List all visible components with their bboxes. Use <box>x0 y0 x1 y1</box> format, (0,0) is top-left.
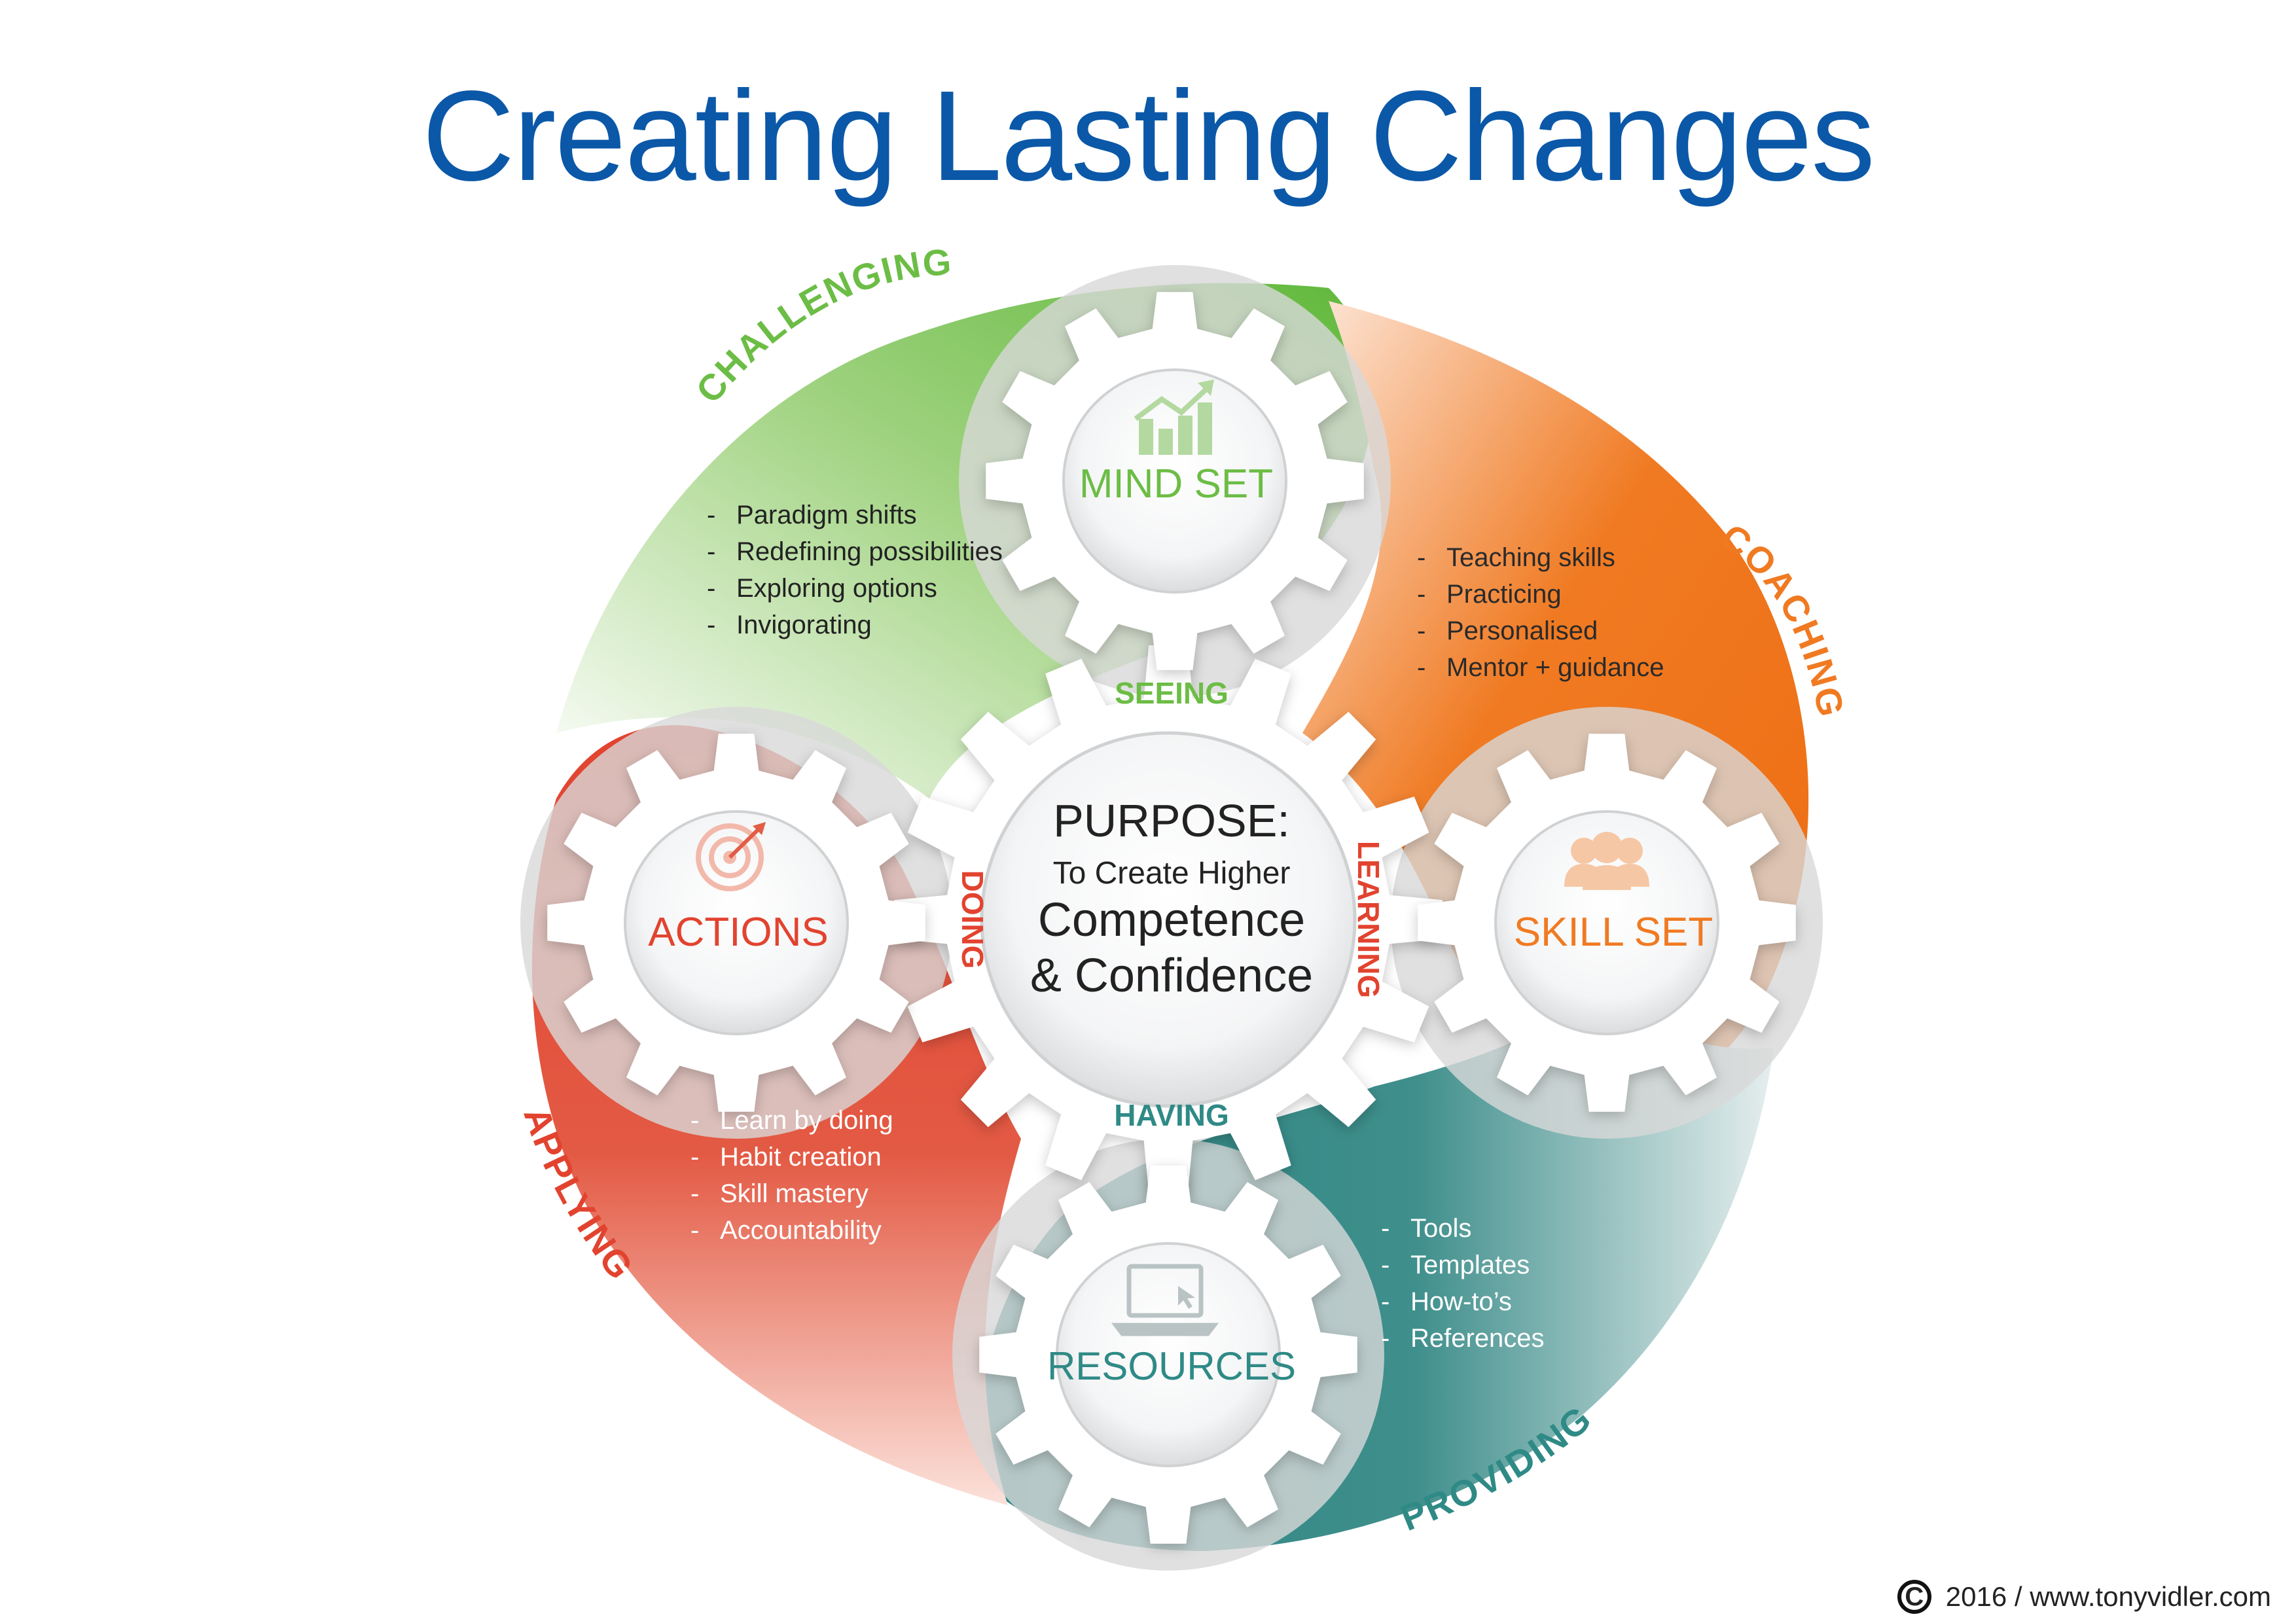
target-icon <box>696 822 766 891</box>
bullet-item: Habit creation <box>720 1143 882 1171</box>
bullet-item: How-to’s <box>1410 1287 1512 1316</box>
bullet-item: Teaching skills <box>1446 543 1615 572</box>
connector-learning: LEARNING <box>1352 841 1386 998</box>
svg-text:-: - <box>691 1179 699 1208</box>
gear-label-mindset: MIND SET <box>1079 461 1273 507</box>
bullet-list-actions: -Learn by doing -Habit creation -Skill m… <box>691 1106 893 1245</box>
bullet-item: Paradigm shifts <box>736 501 917 529</box>
footer: C 2016 / www.tonyvidler.com <box>1897 1577 2271 1616</box>
bullet-item: Practicing <box>1446 580 1562 609</box>
bullet-item: References <box>1410 1324 1545 1353</box>
bullet-list-mindset: -Paradigm shifts -Redefining possibiliti… <box>707 501 1003 639</box>
gear-label-actions: ACTIONS <box>648 910 829 955</box>
resources-hub <box>1056 1242 1281 1467</box>
laptop-icon <box>1111 1264 1219 1336</box>
skillset-hub <box>1494 810 1719 1035</box>
bullet-item: Templates <box>1410 1251 1530 1279</box>
bullet-item: Accountability <box>720 1216 882 1245</box>
center-confidence: & Confidence <box>1030 950 1313 1002</box>
svg-text:-: - <box>707 501 715 529</box>
bullet-item: Exploring options <box>736 574 937 603</box>
gear-label-skillset: SKILL SET <box>1514 910 1713 955</box>
bullet-item: Personalised <box>1446 616 1598 645</box>
center-subtitle: To Create Higher <box>1053 856 1291 891</box>
svg-text:-: - <box>1381 1287 1390 1316</box>
svg-text:-: - <box>1381 1214 1390 1243</box>
mindset-hub <box>1062 368 1287 594</box>
bullet-item: Redefining possibilities <box>736 537 1003 566</box>
svg-text:-: - <box>707 537 715 566</box>
page-title: Creating Lasting Changes <box>422 64 1875 207</box>
svg-text:-: - <box>707 574 715 603</box>
svg-text:-: - <box>1381 1324 1390 1353</box>
people-icon <box>1564 832 1649 890</box>
svg-text:-: - <box>691 1143 699 1171</box>
connector-doing: DOING <box>956 870 990 969</box>
svg-text:-: - <box>691 1216 699 1245</box>
bullet-item: Learn by doing <box>720 1106 893 1135</box>
svg-text:-: - <box>1417 543 1426 572</box>
connector-seeing: SEEING <box>1115 676 1229 710</box>
bullet-item: Skill mastery <box>720 1179 869 1208</box>
connector-having: HAVING <box>1114 1098 1229 1132</box>
svg-text:-: - <box>1381 1251 1390 1279</box>
footer-text: 2016 / www.tonyvidler.com <box>1945 1581 2271 1612</box>
svg-text:-: - <box>1417 616 1426 645</box>
bar-chart-icon <box>1134 380 1214 455</box>
center-competence: Competence <box>1038 894 1305 946</box>
bullet-item: Invigorating <box>736 611 872 639</box>
bullet-list-resources: -Tools -Templates -How-to’s -References <box>1381 1214 1545 1353</box>
copyright-icon: C <box>1897 1580 1931 1614</box>
bullet-item: Mentor + guidance <box>1446 653 1664 682</box>
bullet-item: Tools <box>1410 1214 1471 1243</box>
center-purpose: PURPOSE: <box>1053 795 1290 846</box>
bullet-list-skillset: -Teaching skills -Practicing -Personalis… <box>1417 543 1664 682</box>
gear-label-resources: RESOURCES <box>1047 1344 1296 1388</box>
actions-hub <box>624 810 849 1035</box>
svg-text:-: - <box>707 611 715 639</box>
center-hub <box>980 731 1357 1108</box>
svg-text:-: - <box>1417 580 1426 609</box>
svg-text:-: - <box>1417 653 1426 682</box>
svg-text:-: - <box>691 1106 699 1135</box>
